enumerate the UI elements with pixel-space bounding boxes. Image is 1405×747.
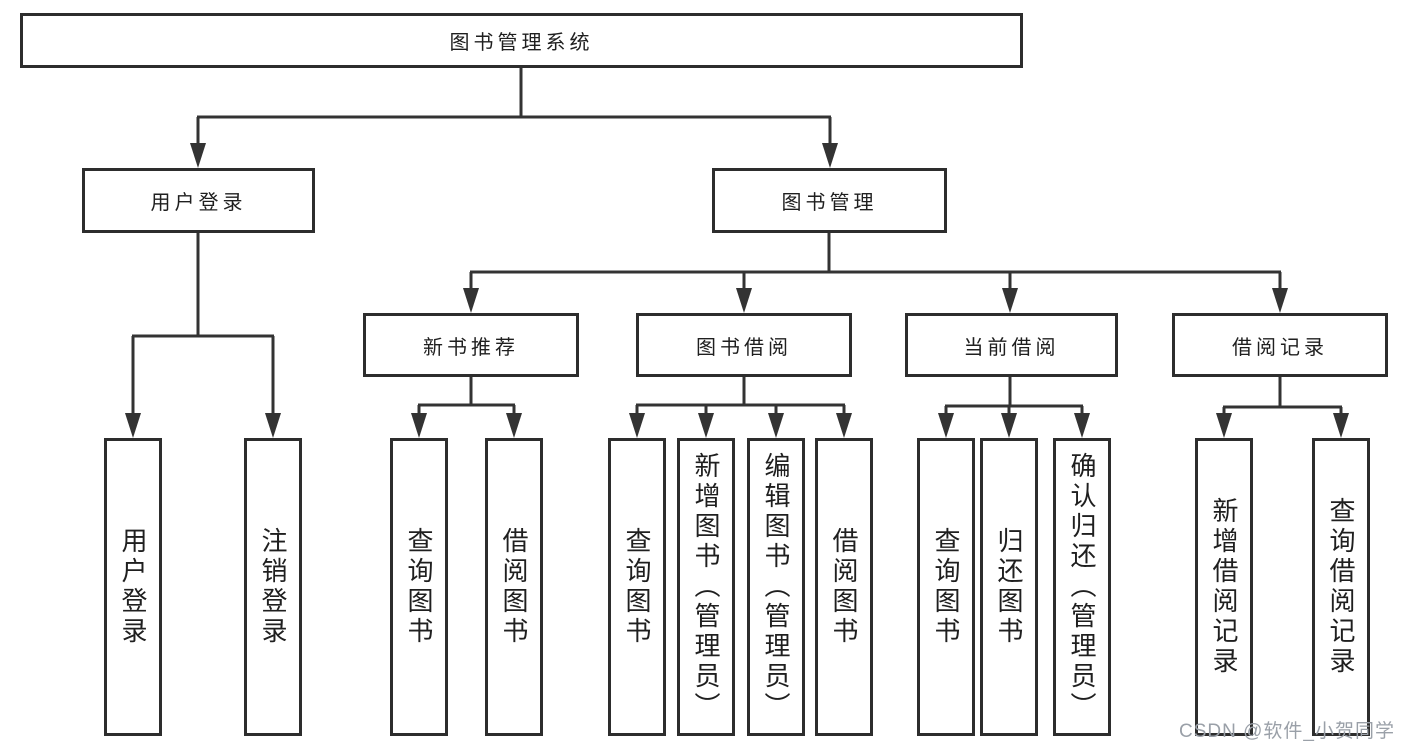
edge-bookborrow-to-children — [635, 377, 846, 417]
edge-currentborrow-to-children — [944, 377, 1084, 417]
leaf-query-books-recommend-label: 查询图书 — [404, 527, 434, 647]
leaf-query-books-borrowing: 查询图书 — [608, 438, 666, 736]
leaf-borrow-books-recommend: 借阅图书 — [485, 438, 543, 736]
edge-borrowrecords-to-children — [1222, 377, 1343, 417]
node-user-login-label: 用户登录 — [150, 192, 247, 214]
edge-root-to-level2 — [196, 68, 832, 148]
leaf-query-borrow-record: 查询借阅记录 — [1312, 438, 1370, 736]
leaf-logout-label: 注销登录 — [258, 527, 288, 647]
leaf-add-borrow-record: 新增借阅记录 — [1195, 438, 1253, 736]
node-book-management: 图书管理 — [712, 168, 947, 233]
leaf-edit-books-admin: 编辑图书（管理员） — [747, 438, 805, 736]
leaf-query-books-current-label: 查询图书 — [931, 527, 961, 647]
leaf-query-books-recommend: 查询图书 — [390, 438, 448, 736]
leaf-user-login-label: 用户登录 — [118, 527, 148, 647]
edge-userlogin-to-children — [131, 232, 275, 417]
leaf-query-borrow-record-label: 查询借阅记录 — [1326, 497, 1356, 677]
node-current-borrowing-label: 当前借阅 — [963, 336, 1060, 359]
leaf-query-books-current: 查询图书 — [917, 438, 975, 736]
node-book-management-label: 图书管理 — [781, 192, 878, 214]
leaf-add-borrow-record-label: 新增借阅记录 — [1209, 497, 1239, 677]
leaf-return-books-label: 归还图书 — [994, 527, 1024, 647]
node-library-system-label: 图书管理系统 — [449, 32, 594, 54]
node-book-borrowing-label: 图书借阅 — [696, 336, 792, 359]
leaf-user-login: 用户登录 — [104, 438, 162, 736]
leaf-borrow-books-label: 借阅图书 — [829, 527, 859, 647]
edge-bookmgmt-to-level3 — [469, 233, 1282, 292]
node-borrowing-records-label: 借阅记录 — [1232, 336, 1328, 359]
leaf-query-books-borrowing-label: 查询图书 — [622, 527, 652, 647]
csdn-watermark: CSDN @软件_小贺同学 — [1179, 721, 1395, 742]
leaf-confirm-return-admin-label: 确认归还（管理员） — [1067, 452, 1097, 722]
node-current-borrowing: 当前借阅 — [905, 313, 1118, 377]
node-new-book-recommend-label: 新书推荐 — [423, 336, 519, 359]
node-borrowing-records: 借阅记录 — [1172, 313, 1388, 377]
node-new-book-recommend: 新书推荐 — [363, 313, 579, 377]
leaf-logout: 注销登录 — [244, 438, 302, 736]
node-user-login: 用户登录 — [82, 168, 315, 233]
leaf-borrow-books-recommend-label: 借阅图书 — [499, 527, 529, 647]
leaf-add-books-admin: 新增图书（管理员） — [677, 438, 735, 736]
leaf-borrow-books: 借阅图书 — [815, 438, 873, 736]
leaf-return-books: 归还图书 — [980, 438, 1038, 736]
node-book-borrowing: 图书借阅 — [636, 313, 852, 377]
leaf-confirm-return-admin: 确认归还（管理员） — [1053, 438, 1111, 736]
leaf-add-books-admin-label: 新增图书（管理员） — [691, 452, 721, 722]
edge-newbooks-to-children — [417, 377, 516, 417]
leaf-edit-books-admin-label: 编辑图书（管理员） — [761, 452, 791, 722]
node-library-system: 图书管理系统 — [20, 13, 1023, 68]
